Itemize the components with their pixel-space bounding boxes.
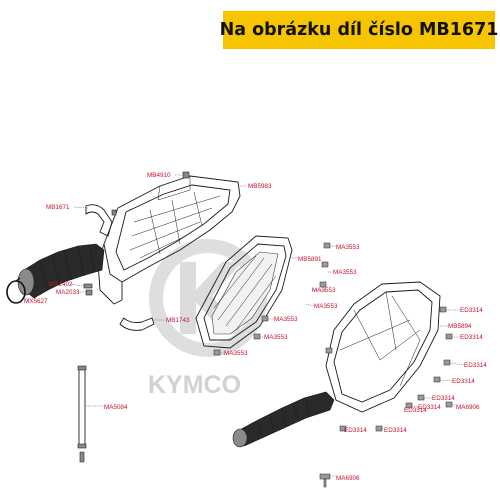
callout-ed3314-c: ED3314: [464, 362, 487, 369]
callout-mb5891: MB5891: [298, 256, 322, 263]
callout-ma3553-b: MA3553: [333, 269, 357, 276]
screws: [213, 242, 453, 488]
callout-ma6906-b: MA6906: [336, 475, 360, 482]
callout-ma3553-e: MA3553: [274, 316, 298, 323]
vertical-drain-tube: [77, 365, 87, 463]
callout-ma3553-d: MA3553: [314, 303, 338, 310]
callout-ed3314-h: ED3314: [344, 427, 367, 434]
callout-ma3553-g: MA3553: [224, 350, 248, 357]
callout-ed3314-g: ED3314: [404, 407, 427, 414]
leader-lines: [25, 174, 465, 477]
drain-tube: [119, 317, 155, 331]
breather-hose: [85, 204, 117, 237]
screw-washer-set: [83, 283, 93, 296]
callout-ed3314-b: ED3314: [460, 334, 483, 341]
air-box-housing: [97, 171, 241, 305]
part-number-banner: Na obrázku díl číslo MB1671: [220, 11, 498, 49]
callout-mb1743: MB1743: [166, 317, 190, 324]
callout-ed3314-f: ED3314: [418, 404, 441, 411]
callout-ma2033: MA2033: [56, 289, 80, 296]
intake-duct-upper: [17, 243, 105, 299]
callout-ma3553-a: MA3553: [336, 244, 360, 251]
hose-clamp: [6, 277, 26, 304]
callout-ma5084: MA5084: [104, 404, 128, 411]
callout-mb1671: MB1671: [46, 204, 70, 211]
air-box-cover: [325, 281, 441, 413]
callout-labels: MB4910 MB5983 MB1671 MA3553 MB5891 MA355…: [24, 172, 487, 482]
callout-mb4910: MB4910: [147, 172, 171, 179]
air-filter-element: [195, 235, 293, 349]
callout-ma3553-c: MA3553: [312, 287, 336, 294]
callout-ed3314-d: ED3314: [452, 378, 475, 385]
callout-mx2402: MX2402: [49, 281, 73, 288]
callout-ma6906-a: MA6906: [456, 404, 480, 411]
banner-text: Na obrázku díl číslo MB1671: [219, 20, 499, 40]
callout-mb5983: MB5983: [248, 183, 272, 190]
watermark-text: KYMCO: [148, 371, 241, 399]
callout-ed3314-e: ED3314: [432, 395, 455, 402]
intake-duct-lower: [232, 391, 335, 448]
callout-ed3314-a: ED3314: [460, 307, 483, 314]
callout-ed3314-i: ED3314: [384, 427, 407, 434]
callout-mx5627: MX5627: [24, 298, 48, 305]
callout-mb5894: MB5894: [448, 323, 472, 330]
callout-ma3553-f: MA3553: [264, 334, 288, 341]
